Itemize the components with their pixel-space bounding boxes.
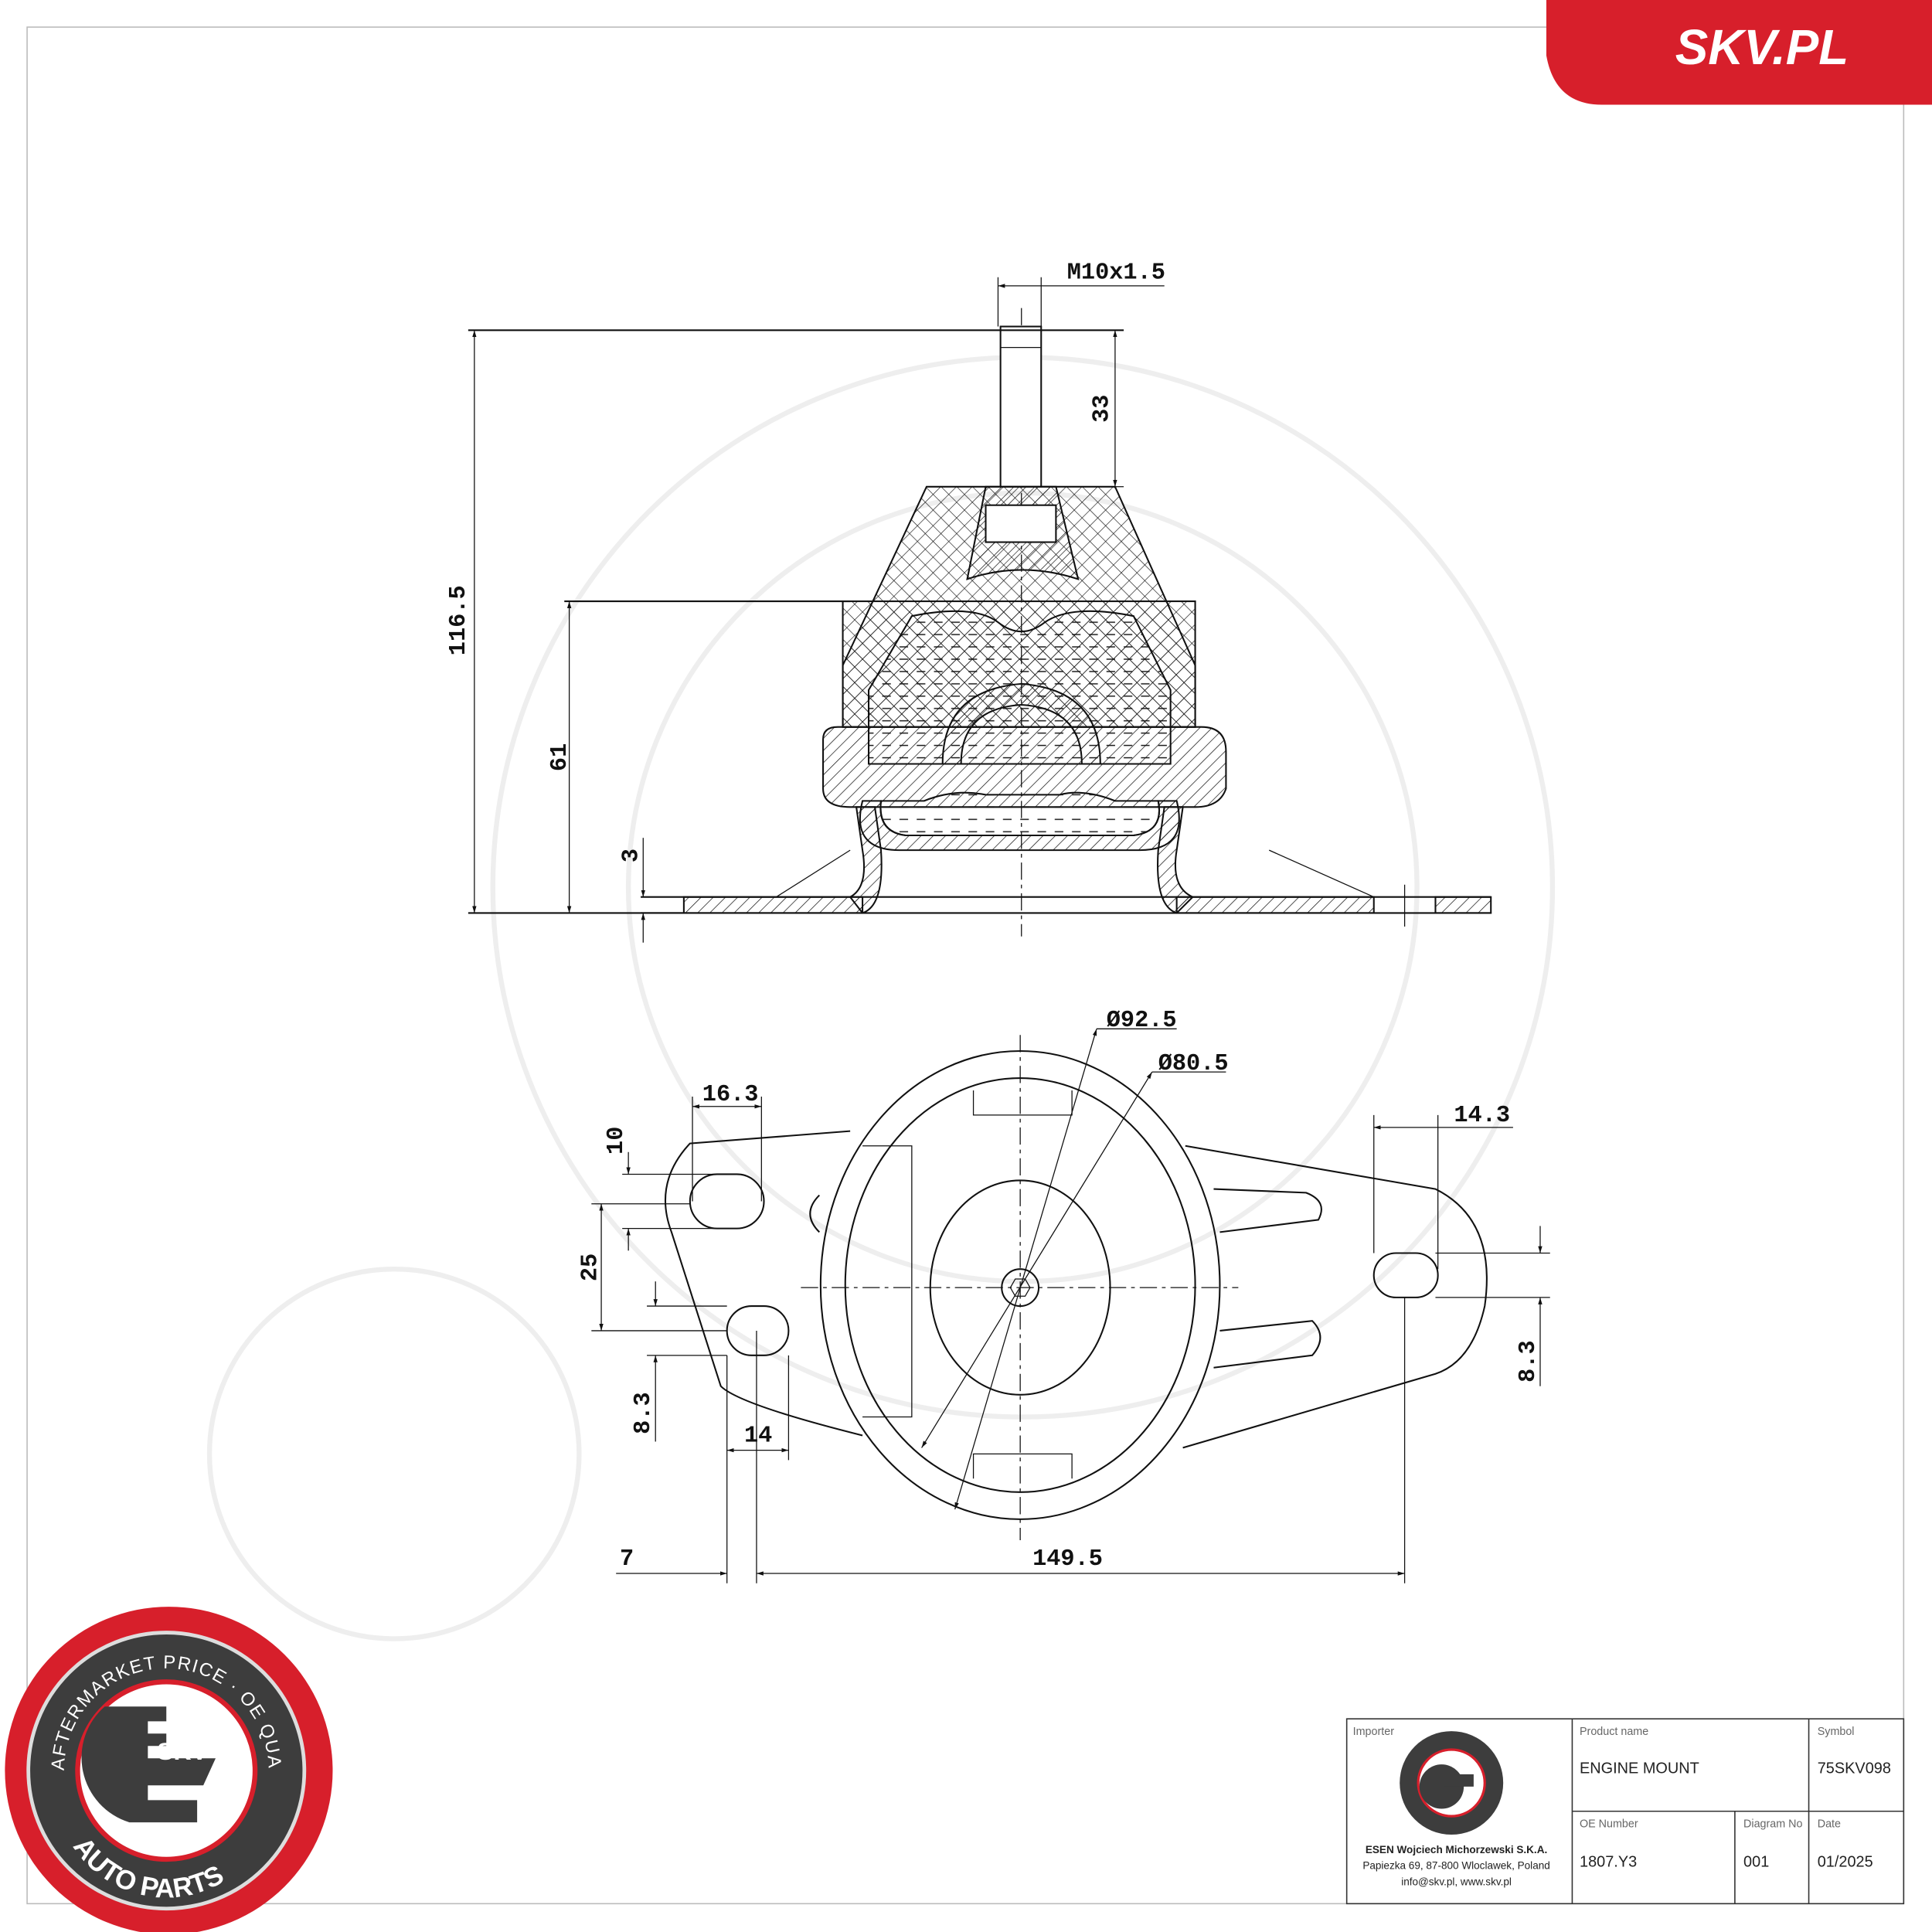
oe-number: 1807.Y3 <box>1580 1853 1637 1870</box>
diagram-no-label: Diagram No <box>1743 1818 1802 1830</box>
importer-contact: info@skv.pl, www.skv.pl <box>1401 1876 1512 1887</box>
dim-inner-diameter: Ø80.5 <box>1158 1051 1229 1077</box>
skv-badge-logo: SKV AFTERMARKET PRICE · OE QUALITY AUTO … <box>0 0 333 1932</box>
badge-center-text: SKV <box>157 1737 208 1765</box>
badge-top-text: AFTERMARKET PRICE · OE QUALITY <box>0 0 284 1771</box>
importer-name: ESEN Wojciech Michorzewski S.K.A. <box>1366 1844 1547 1855</box>
dim-right-slot-offset: 14.3 <box>1454 1103 1510 1129</box>
importer-address: Papiezka 69, 87-800 Wloclawek, Poland <box>1362 1860 1549 1872</box>
dim-body-height: 61 <box>547 743 573 771</box>
dim-left-slot-offset: 16.3 <box>702 1082 759 1108</box>
dim-stud-height: 33 <box>1089 395 1115 423</box>
title-block: Importer ESEN Wojciech Michorzewski S.K.… <box>1345 1718 1905 1905</box>
drawing-frame <box>26 26 1905 1905</box>
dim-plate-thickness: 3 <box>618 849 645 862</box>
dim-left-margin: 7 <box>620 1546 634 1573</box>
watermark <box>206 355 1556 1641</box>
date-value: 01/2025 <box>1818 1853 1873 1870</box>
side-view: M10x1.5 116.5 33 61 3 <box>446 260 1492 943</box>
importer-label: Importer <box>1353 1726 1395 1738</box>
symbol-value: 75SKV098 <box>1818 1760 1891 1777</box>
dim-left-slot-width: 10 <box>604 1127 630 1155</box>
oe-number-label: OE Number <box>1580 1818 1638 1830</box>
dim-left-slot-spacing: 25 <box>578 1253 604 1281</box>
top-view: Ø92.5 Ø80.5 16.3 10 25 8.3 14 7 149.5 <box>578 1008 1550 1583</box>
date-label: Date <box>1818 1818 1841 1830</box>
dim-thread: M10x1.5 <box>1067 260 1165 286</box>
dim-hole-spacing: 149.5 <box>1032 1546 1103 1573</box>
symbol-label: Symbol <box>1818 1726 1855 1738</box>
svg-text:AFTERMARKET PRICE · OE QUALITY: AFTERMARKET PRICE · OE QUALITY <box>0 0 285 1771</box>
dim-left-edge-offset: 14 <box>744 1423 772 1449</box>
brand-banner[interactable]: SKV.PL <box>1546 0 1932 105</box>
dim-right-slot-height: 8.3 <box>1515 1340 1542 1383</box>
product-name: ENGINE MOUNT <box>1580 1760 1699 1777</box>
dim-left-slot-height: 8.3 <box>631 1392 657 1434</box>
dim-total-height: 116.5 <box>446 585 472 655</box>
diagram-no: 001 <box>1743 1853 1769 1870</box>
brand-banner-text: SKV.PL <box>1675 19 1849 75</box>
dim-outer-diameter: Ø92.5 <box>1107 1008 1177 1034</box>
importer-logo <box>1400 1731 1504 1835</box>
product-name-label: Product name <box>1580 1726 1648 1738</box>
